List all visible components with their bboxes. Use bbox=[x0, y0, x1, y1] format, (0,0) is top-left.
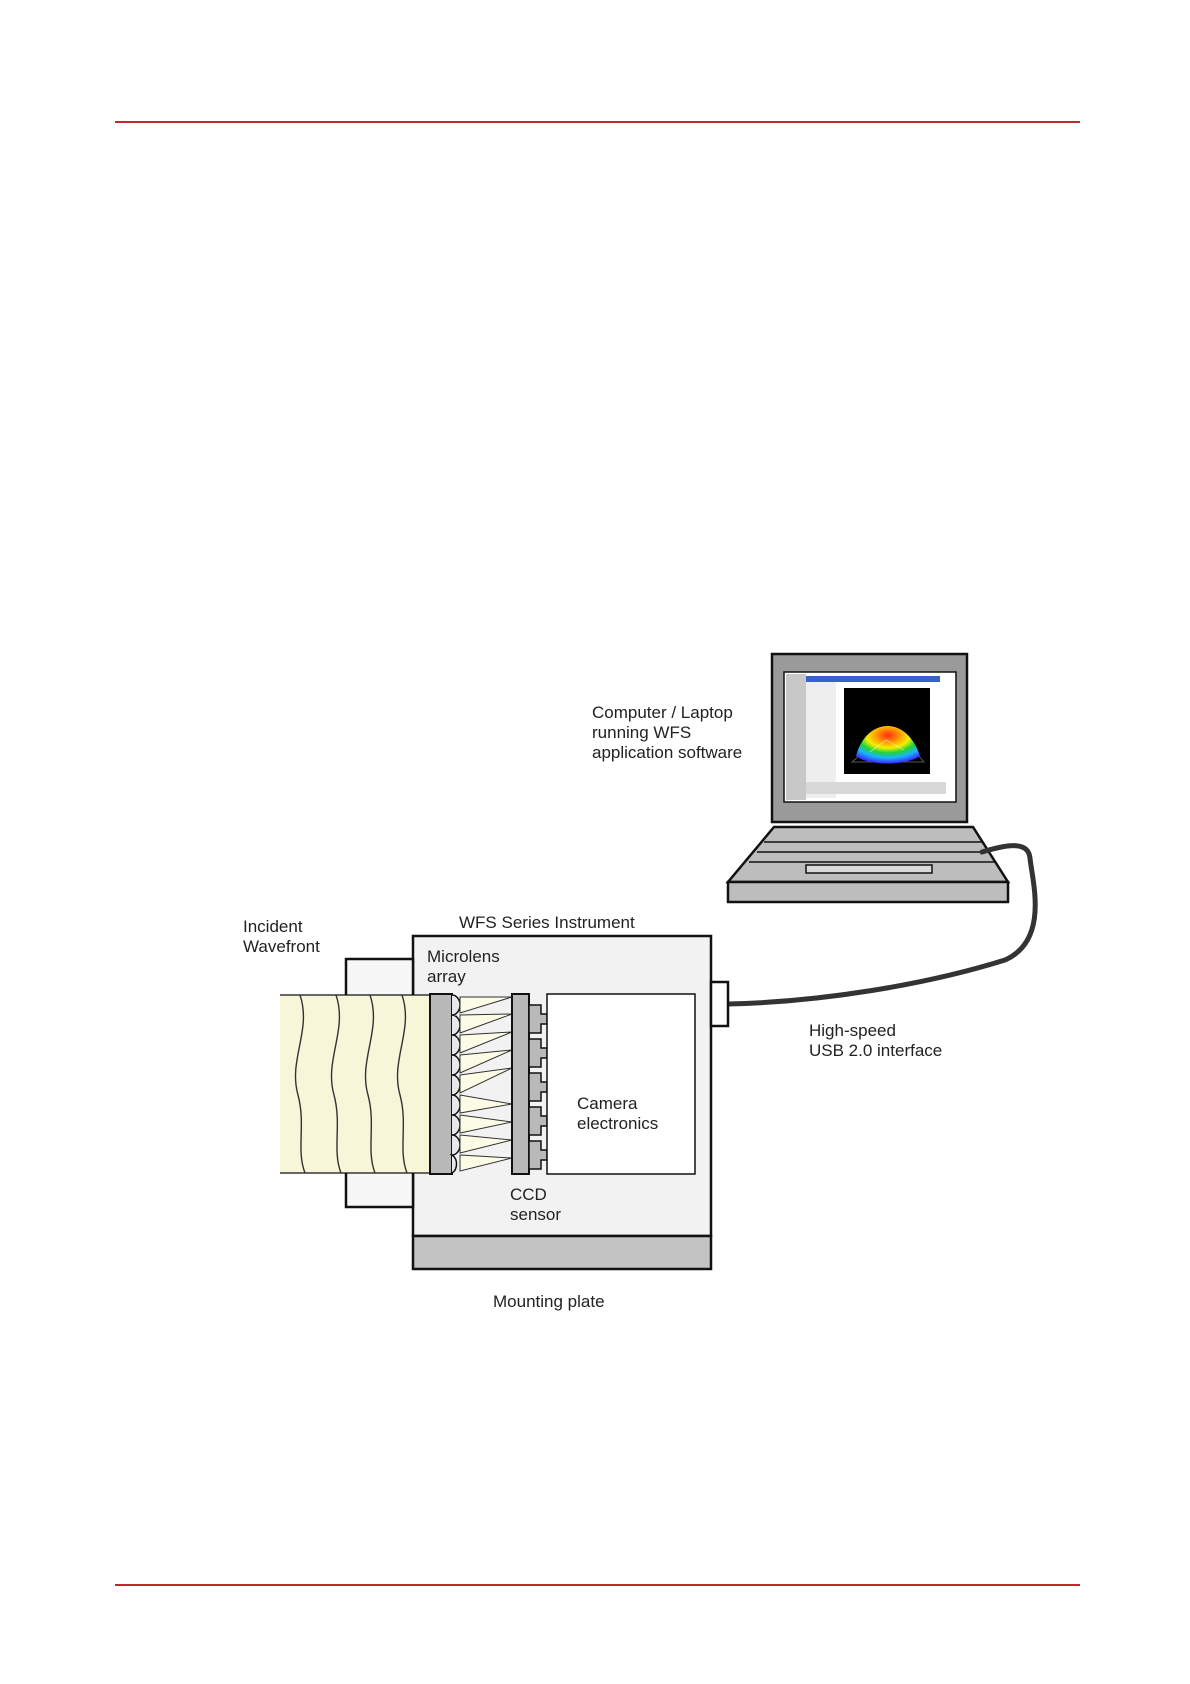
instrument-label: WFS Series Instrument bbox=[459, 913, 635, 932]
usb-interface-label: High-speed USB 2.0 interface bbox=[809, 1021, 942, 1060]
incident-wavefront-label: Incident Wavefront bbox=[243, 917, 320, 956]
ccd-sensor bbox=[512, 994, 547, 1174]
laptop-icon bbox=[728, 654, 1008, 902]
mounting-plate bbox=[413, 1236, 711, 1269]
wavefront-3d-plot-icon bbox=[844, 688, 930, 774]
incident-beam bbox=[280, 995, 430, 1173]
camera-electronics-box bbox=[547, 994, 695, 1174]
microlens-array bbox=[430, 994, 460, 1174]
computer-label: Computer / Laptop running WFS applicatio… bbox=[592, 703, 742, 762]
mounting-plate-label: Mounting plate bbox=[493, 1292, 605, 1311]
